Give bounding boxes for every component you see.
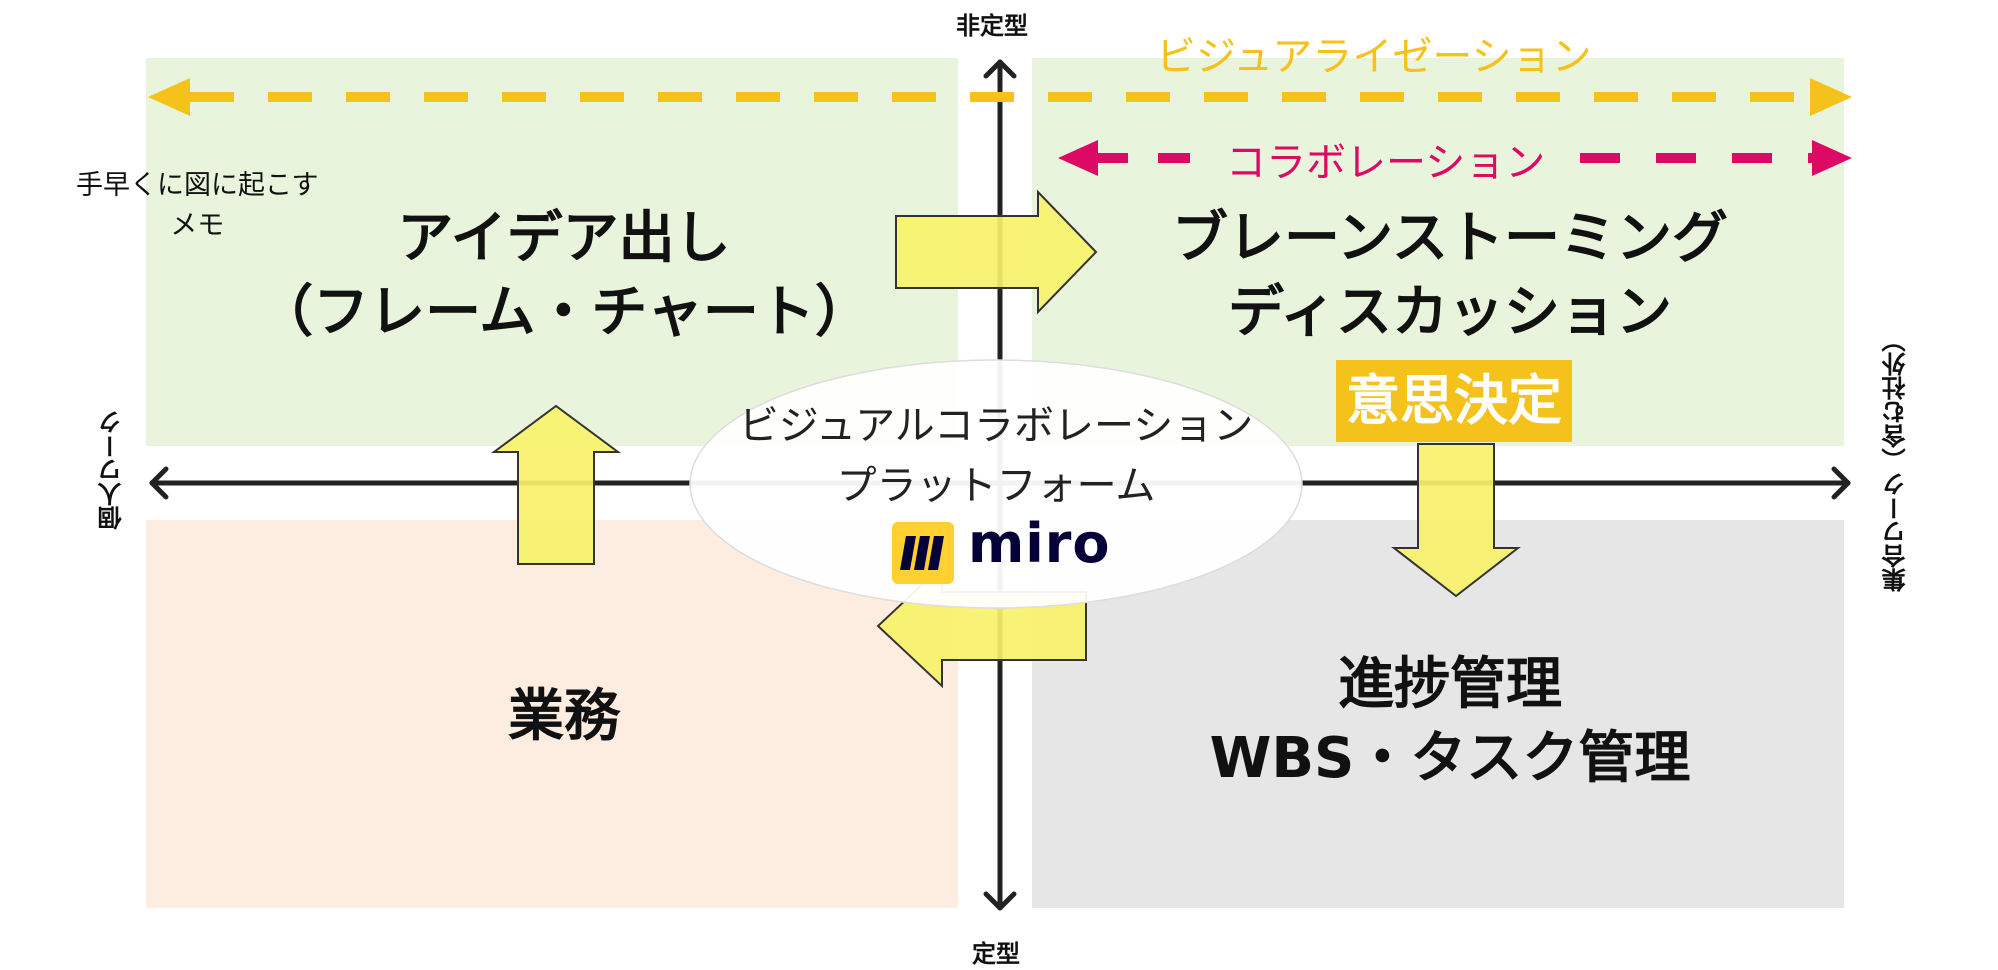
axis-label-right-text: 集合ワーク（含む社外） [1882,328,1910,592]
block-arrow-down [1391,443,1521,598]
visualization-range-arrow [148,78,1852,116]
horizontal-axis-right-head [1831,466,1851,500]
axis-label-top: 非定型 [956,12,1028,40]
quadrant-title-top-right: ブレーンストーミング ディスカッション [1032,202,1868,350]
quadrant-bottom-left-line-1: 業務 [508,684,620,749]
quadrant-top-left-line-2: （フレーム・チャート） [257,280,871,345]
block-arrow-right [895,189,1098,315]
collaboration-label: コラボレーション [1226,140,1546,186]
collaboration-range-arrow [1058,140,1852,176]
miro-logo-icon [892,522,954,584]
memo-line-2: メモ [170,210,225,241]
axis-label-left: 個人ワーク [94,410,129,530]
axis-label-left-text: 個人ワーク [98,410,126,530]
quadrant-title-bottom-right: 進捗管理 WBS・タスク管理 [1032,648,1868,796]
memo-line-1: 手早くに図に起こす [76,170,319,201]
miro-logo-icon-glyph [900,536,944,570]
vertical-axis-bottom-head [983,891,1017,911]
hub-line-2: プラットフォーム [836,463,1156,509]
quadrant-top-left-line-1: アイデア出し [397,206,731,271]
quadrant-bottom-right-line-2: WBS・タスク管理 [1209,726,1691,791]
vertical-axis-top-head [983,59,1017,79]
miro-logo-text: miro [968,512,1111,575]
decision-badge: 意思決定 [1336,360,1572,442]
block-arrow-up [490,404,622,565]
quadrant-title-top-left: アイデア出し （フレーム・チャート） [146,202,982,350]
horizontal-axis-left-head [149,466,169,500]
axis-label-right: 集合ワーク（含む社外） [1878,328,1913,592]
platform-hub-ellipse [689,359,1303,609]
quadrant-bottom-right-line-1: 進捗管理 [1338,652,1562,717]
quadrant-top-right-line-1: ブレーンストーミング [1171,206,1729,271]
visualization-label: ビジュアライゼーション [1156,34,1592,80]
quadrant-title-bottom-left: 業務 [146,680,982,754]
hub-line-1: ビジュアルコラボレーション [738,403,1254,449]
axis-label-bottom: 定型 [972,940,1020,968]
platform-hub-text: ビジュアルコラボレーション プラットフォーム [690,396,1302,516]
quadrant-top-right-line-2: ディスカッション [1227,280,1673,345]
memo-note: 手早くに図に起こす メモ [76,166,318,246]
